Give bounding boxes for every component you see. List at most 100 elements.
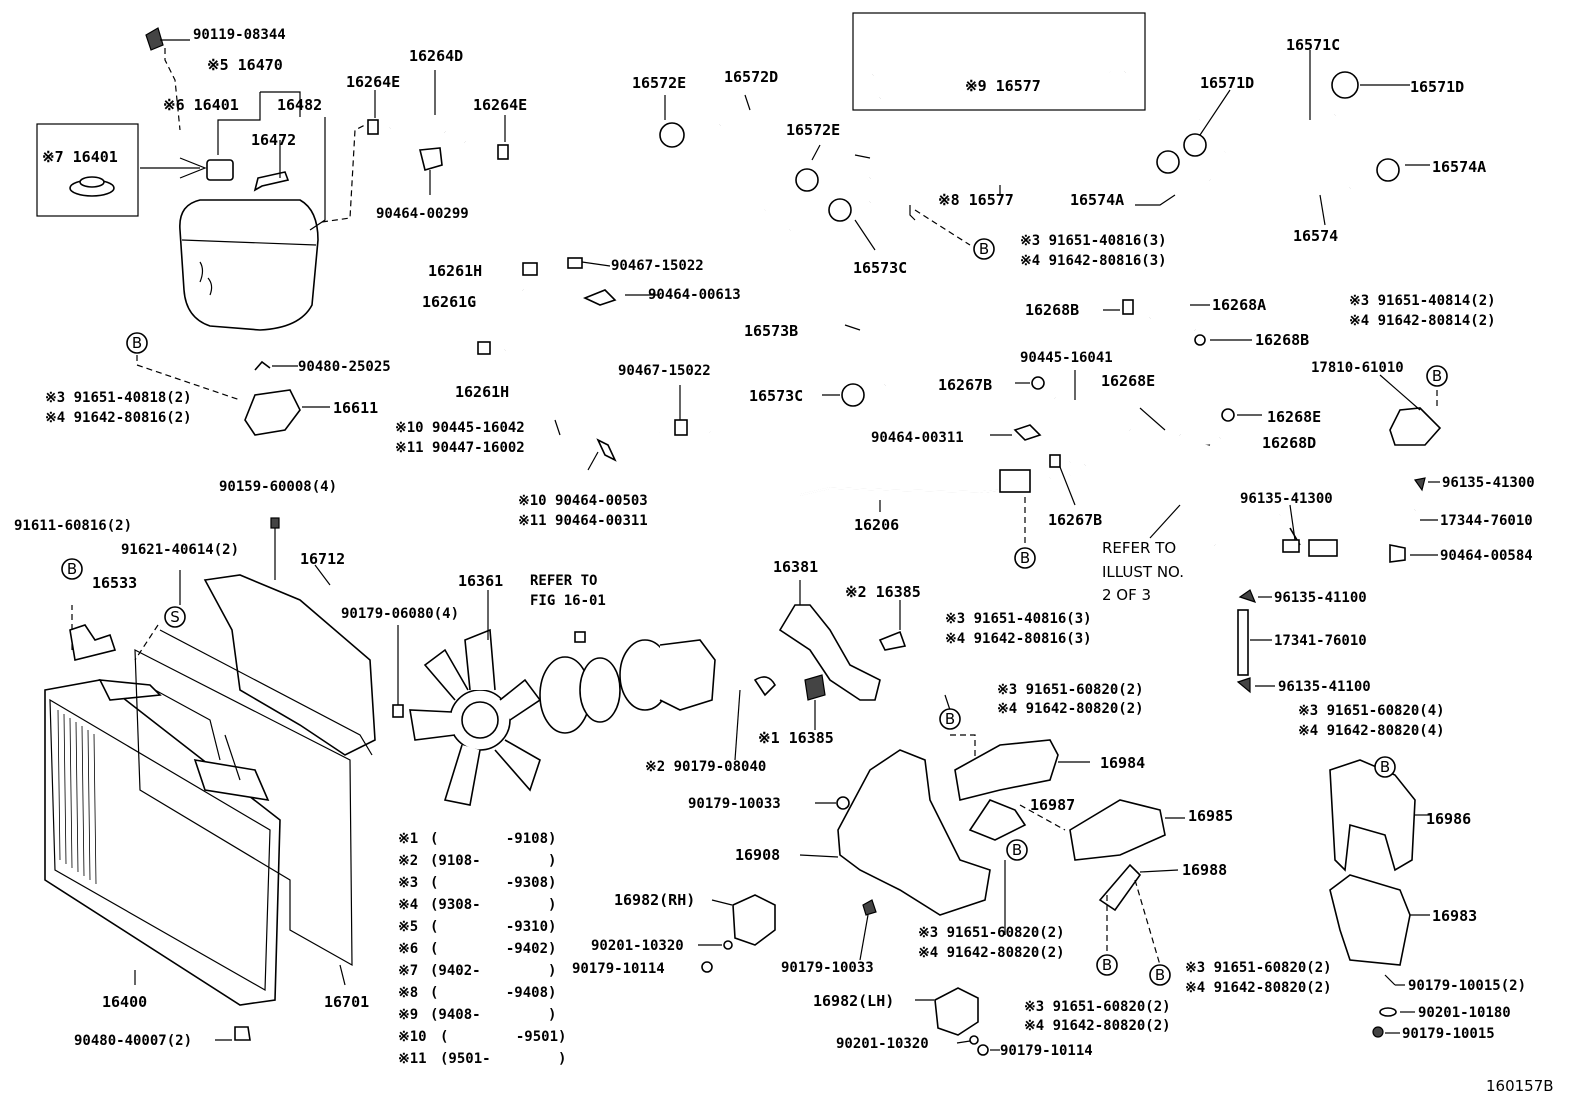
label-91651-60820-b: ※3 91651-60820(4) <box>1298 703 1445 719</box>
label-91651-60820-e: ※3 91651-60820(2) <box>1024 999 1171 1015</box>
label-91651-60820-a: ※3 91651-60820(2) <box>997 682 1144 698</box>
bracket-16983-icon <box>1329 874 1411 966</box>
label-90179-08040: ※2 90179-08040 <box>645 759 766 775</box>
label-96135-41100-b: 96135-41100 <box>1278 679 1371 695</box>
bracket-16908-icon <box>837 749 991 916</box>
legend-mark: ※6 <box>398 941 418 957</box>
mount-16982rh-icon <box>732 894 776 946</box>
label-16985: 16985 <box>1188 807 1233 825</box>
valve-17810-icon <box>1389 407 1442 446</box>
label-90179-10114-a: 90179-10114 <box>572 961 665 977</box>
label-91642-80820-d: ※4 91642-80820(2) <box>1185 980 1332 996</box>
label-90119-08344: 90119-08344 <box>193 27 286 43</box>
label-16573c-a: 16573C <box>853 259 907 277</box>
label-91642-80814: ※4 91642-80814(2) <box>1349 313 1496 329</box>
label-refer-1: REFER TO <box>1102 539 1176 557</box>
label-16267b-b: 16267B <box>1048 511 1102 529</box>
fan-16361-icon <box>409 628 542 806</box>
legend-range: ( -9308) <box>430 875 556 891</box>
label-90179-10033-a: 90179-10033 <box>688 796 781 812</box>
label-90179-06080: 90179-06080(4) <box>341 606 459 622</box>
label-refer-fig-1: REFER TO <box>530 573 597 589</box>
mount-16982lh-icon <box>934 987 979 1036</box>
label-16983: 16983 <box>1432 907 1477 925</box>
label-refer-fig-2: FIG 16-01 <box>530 593 606 609</box>
label-16401-6: ※6 16401 <box>163 96 239 114</box>
callout-b-5: B <box>1014 547 1036 569</box>
bracket-16984-icon <box>954 739 1059 801</box>
label-16261h-b: 16261H <box>455 383 509 401</box>
label-90464-00299: 90464-00299 <box>376 206 469 222</box>
label-16986: 16986 <box>1426 810 1471 828</box>
legend-mark: ※3 <box>398 875 418 891</box>
label-16261h-a: 16261H <box>428 262 482 280</box>
label-16401-7: ※7 16401 <box>42 148 118 166</box>
bracket-16611-icon <box>244 389 301 436</box>
label-91642-80820-a: ※4 91642-80820(2) <box>997 701 1144 717</box>
label-90480-40007: 90480-40007(2) <box>74 1033 192 1049</box>
svg-text:B: B <box>979 240 989 258</box>
label-16574a-a: 16574A <box>1432 158 1486 176</box>
legend-mark: ※2 <box>398 853 418 869</box>
callout-b-9: B <box>1096 954 1118 976</box>
label-16571d-b: 16571D <box>1200 74 1254 92</box>
label-16574: 16574 <box>1293 227 1338 245</box>
label-91651-60820-c: ※3 91651-60820(2) <box>918 925 1065 941</box>
label-90201-10180: 90201-10180 <box>1418 1005 1511 1021</box>
label-16574a-b: 16574A <box>1070 191 1124 209</box>
label-16264e-b: 16264E <box>473 96 527 114</box>
legend-range: ( -9408) <box>430 985 556 1001</box>
label-16988: 16988 <box>1182 861 1227 879</box>
label-90159-60008: 90159-60008(4) <box>219 479 337 495</box>
shroud-16712-icon <box>203 574 376 756</box>
legend-mark: ※10 <box>398 1029 427 1045</box>
label-90445-16042: ※10 90445-16042 <box>395 420 525 436</box>
pipe-16206-group <box>709 299 1442 694</box>
mount-group <box>698 694 1430 1056</box>
label-refer-3: 2 OF 3 <box>1102 586 1151 604</box>
label-16385-2: ※2 16385 <box>845 583 921 601</box>
svg-text:B: B <box>945 710 955 728</box>
callout-b-1: B <box>973 238 995 260</box>
radiator-group <box>44 570 373 1041</box>
label-90464-00613: 90464-00613 <box>648 287 741 303</box>
label-16472: 16472 <box>251 131 296 149</box>
label-90464-00503: ※10 90464-00503 <box>518 493 648 509</box>
label-refer-2: ILLUST NO. <box>1102 563 1184 581</box>
label-90201-10320-a: 90201-10320 <box>591 938 684 954</box>
label-91611-60816: 91611-60816(2) <box>14 518 132 534</box>
legend-mark: ※7 <box>398 963 418 979</box>
legend-mark: ※9 <box>398 1007 418 1023</box>
label-16206: 16206 <box>854 516 899 534</box>
label-90480-25025: 90480-25025 <box>298 359 391 375</box>
label-91642-80816-a: ※4 91642-80816(3) <box>1020 253 1167 269</box>
label-96135-41300-b: 96135-41300 <box>1240 491 1333 507</box>
label-16982rh: 16982(RH) <box>614 891 695 909</box>
label-91651-40814: ※3 91651-40814(2) <box>1349 293 1496 309</box>
callout-s-1: S <box>164 606 186 628</box>
label-16385-1: ※1 16385 <box>758 729 834 747</box>
callout-b-2: B <box>126 332 148 354</box>
label-16268a: 16268A <box>1212 296 1266 314</box>
label-16400: 16400 <box>102 993 147 1011</box>
label-16712: 16712 <box>300 550 345 568</box>
svg-text:B: B <box>1020 549 1030 567</box>
label-16577: ※8 16577 <box>938 191 1014 209</box>
label-16611: 16611 <box>333 399 378 417</box>
part-labels: 90119-08344 ※5 16470 ※6 16401 16482 1647… <box>14 27 1554 1095</box>
label-16572e-a: 16572E <box>632 74 686 92</box>
legend-range: ( -9108) <box>430 831 556 847</box>
reservoir-tank-icon <box>179 199 319 331</box>
label-16571c: 16571C <box>1286 36 1340 54</box>
legend-mark: ※5 <box>398 919 418 935</box>
label-90179-10015-b: 90179-10015 <box>1402 1026 1495 1042</box>
label-16482: 16482 <box>277 96 322 114</box>
svg-text:B: B <box>1155 966 1165 984</box>
svg-text:B: B <box>1012 841 1022 859</box>
legend-range: ( -9402) <box>430 941 556 957</box>
label-16268b-a: 16268B <box>1025 301 1079 319</box>
label-96135-41300-a: 96135-41300 <box>1442 475 1535 491</box>
label-90464-00311-a: ※11 90464-00311 <box>518 513 648 529</box>
callout-b-4: B <box>61 558 83 580</box>
